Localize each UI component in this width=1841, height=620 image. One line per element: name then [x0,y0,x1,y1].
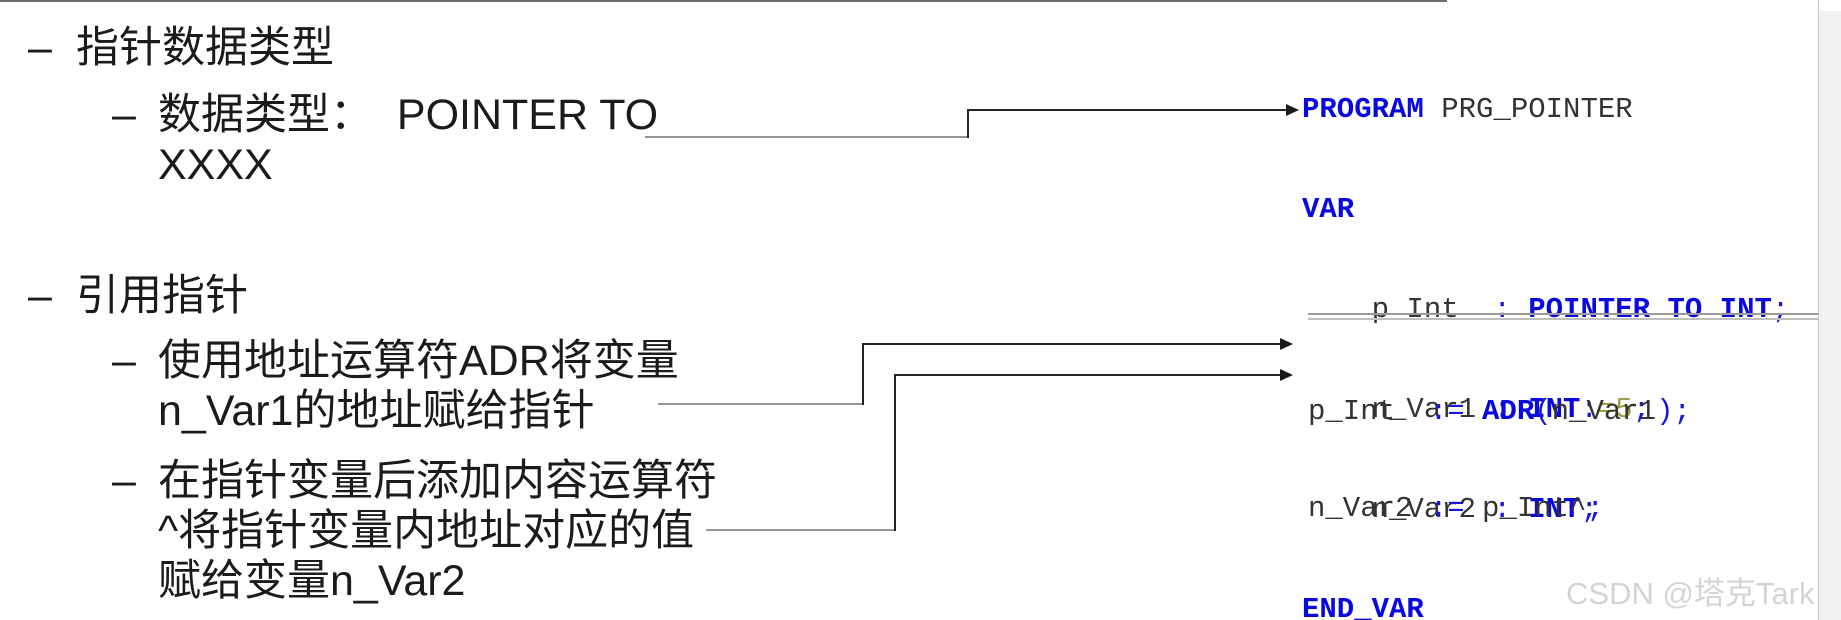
outline-line: 赋给变量n_Var2 [158,557,466,605]
code-declaration-block: PROGRAM PRG_POINTER VAR p_Int : POINTER … [1302,27,1789,620]
outline-line: ^将指针变量内地址对应的值 [158,507,695,555]
arrowhead-icon [1280,369,1293,381]
outline-line: 数据类型： POINTER TO [158,91,659,139]
code-line: VAR [1302,193,1355,226]
outline-title-use-pointer: 引用指针 [76,272,248,320]
arrowhead-icon [1286,104,1299,116]
outline-line: n_Var1的地址赋给指针 [158,387,595,435]
outline-title-pointer-type: 指针数据类型 [76,24,334,72]
bullet-dash-level1: – [28,24,52,72]
connector-deref-head [894,374,1281,531]
outline-item-dereference: 在指针变量后添加内容运算符 ^将指针变量内地址对应的值 赋给变量n_Var2 [158,456,717,606]
csdn-watermark: CSDN @塔克Tark [1566,576,1815,611]
outline-item-adr: 使用地址运算符ADR将变量 n_Var1的地址赋给指针 [158,336,679,436]
code-line: p_Int := ADR(n_Var1); [1308,395,1691,428]
editor-pane-divider-bottom [1308,318,1818,320]
bullet-dash-level2: – [112,457,136,505]
vertical-scrollbar[interactable] [1819,11,1841,620]
code-line: p_Int : POINTER TO INT; [1302,293,1790,326]
outline-line: XXXX [158,141,273,189]
bullet-dash-level1: – [28,272,52,320]
code-line: n_Var2 := p_Int^; [1308,492,1604,525]
connector-pointer-type-head [967,109,1287,138]
code-implementation-block: p_Int := ADR(n_Var1); n_Var2 := p_Int^; [1308,330,1691,590]
code-line: END_VAR [1302,593,1424,620]
connector-adr-head [862,343,1281,405]
code-line: PROGRAM PRG_POINTER [1302,93,1633,126]
arrowhead-icon [1280,338,1293,350]
code-line: n_Var2 : INT; [1302,493,1598,526]
bullet-dash-level2: – [112,337,136,385]
editor-pane-divider-top [1308,313,1818,315]
outline-item-datatype: 数据类型： POINTER TO XXXX [158,90,658,190]
bullet-dash-level2: – [112,91,136,139]
top-border-line [0,0,1447,2]
code-line: n_Var1 : INT:=5; [1302,393,1651,426]
outline-line: 使用地址运算符ADR将变量 [158,337,679,385]
scrollbar-border [1818,0,1819,620]
outline-line: 在指针变量后添加内容运算符 [158,457,717,505]
